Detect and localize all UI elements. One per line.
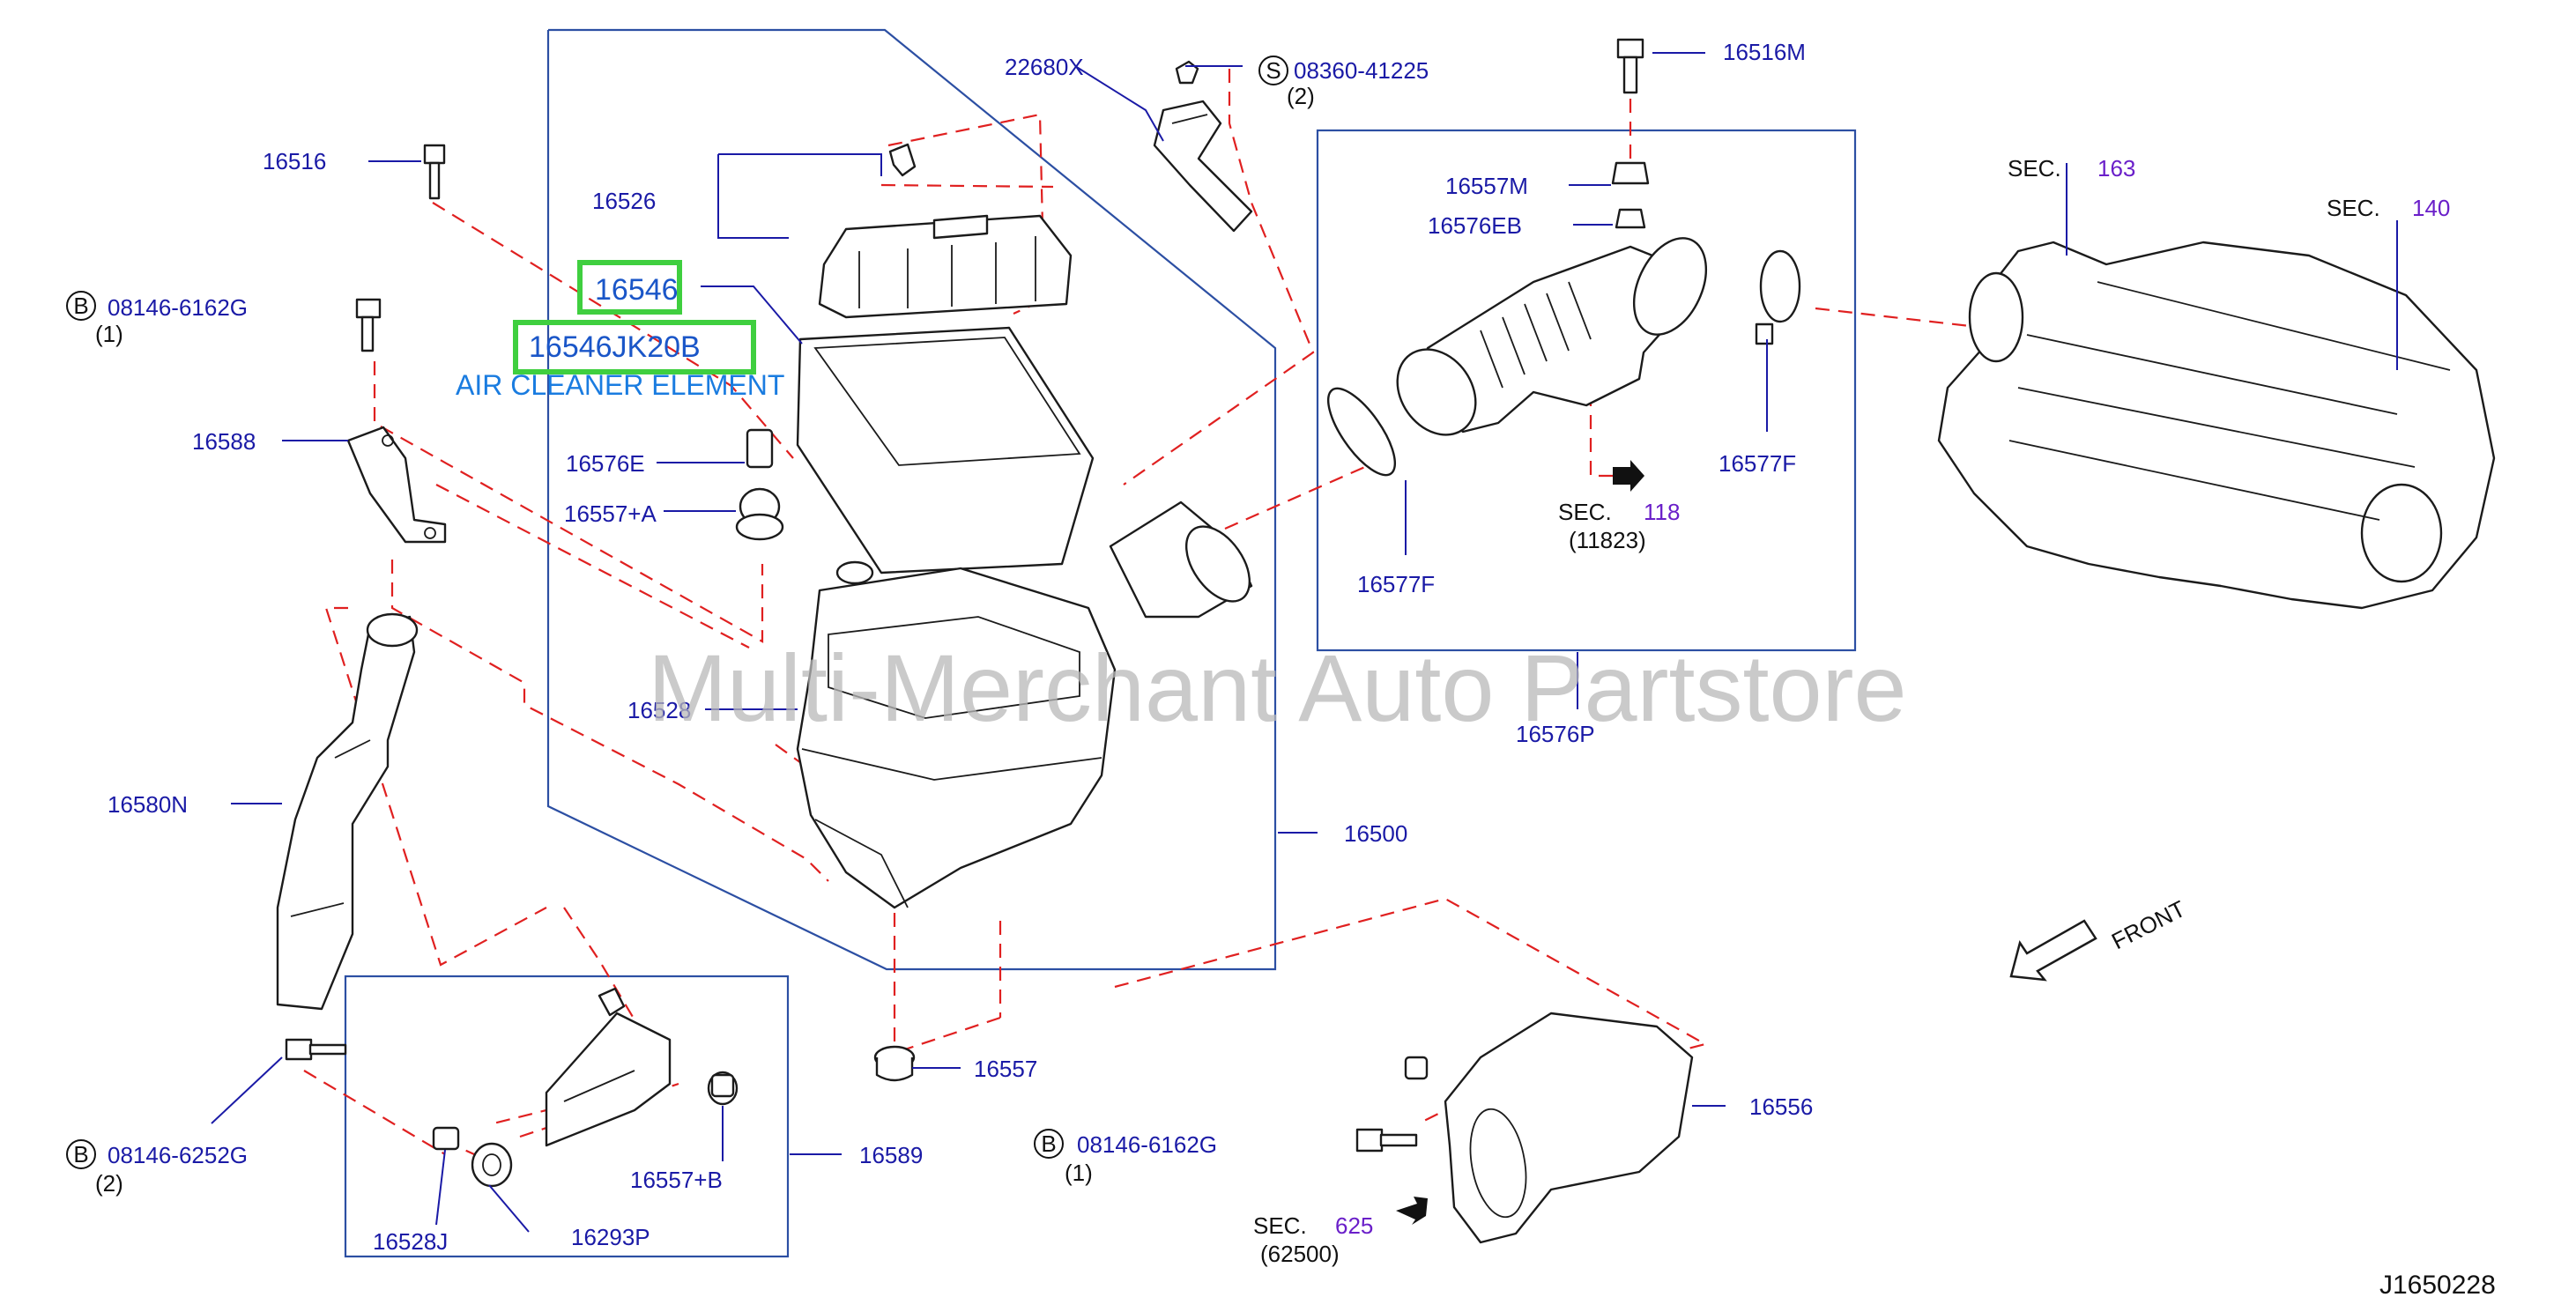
label-16576p: 16576P: [1516, 721, 1595, 747]
label-08146-6252g-qty: (2): [95, 1170, 123, 1197]
label-sec-140: SEC.: [2327, 195, 2380, 221]
collar-16528j: [432, 1126, 460, 1151]
label-sec-118-ref: (11823): [1569, 527, 1646, 553]
label-16557: 16557: [974, 1056, 1037, 1082]
label-sec-625-ref: (62500): [1260, 1241, 1340, 1267]
label-front: FRONT: [2107, 895, 2190, 954]
air-cleaner-frame: [546, 28, 1277, 971]
label-16588: 16588: [192, 428, 256, 455]
front-arrow-icon: [2009, 919, 2097, 982]
circle-s-icon: [1258, 56, 1288, 85]
label-16556: 16556: [1749, 1093, 1813, 1120]
grommet-16557: [873, 1045, 916, 1082]
label-sec-118: SEC.: [1558, 499, 1612, 525]
assembly-lines: [303, 53, 1971, 1165]
label-08146-6162g-lower: 08146-6162G: [1077, 1131, 1217, 1158]
label-air-cleaner-element: AIR CLEANER ELEMENT: [456, 369, 784, 401]
label-16500: 16500: [1344, 820, 1407, 847]
label-16576e: 16576E: [566, 450, 645, 477]
label-16589: 16589: [859, 1142, 923, 1168]
circle-b-icon: [66, 291, 96, 321]
air-cleaner-body: [796, 500, 1253, 909]
air-cleaner-element: [796, 326, 1095, 574]
label-08146-6162g-upper-qty: (1): [95, 321, 123, 347]
arrow-to-sec-118: [1613, 460, 1644, 492]
grommet-16557b: [707, 1071, 739, 1106]
air-inlet-duct-16556: [1404, 1012, 1694, 1244]
label-08360-qty: (2): [1287, 83, 1315, 109]
label-sec-163: SEC.: [2008, 155, 2061, 182]
label-16516m: 16516M: [1723, 39, 1806, 65]
label-16528j: 16528J: [373, 1228, 448, 1255]
label-16516: 16516: [263, 148, 326, 174]
label-sec-625: SEC.: [1253, 1212, 1307, 1239]
label-sec-140-number: 140: [2412, 195, 2450, 221]
bolt-08146-6252g: [285, 1038, 347, 1061]
label-08146-6252g: 08146-6252G: [108, 1142, 248, 1168]
circle-b-icon: [1034, 1129, 1064, 1159]
label-16546jk20b: 16546JK20B: [529, 330, 701, 364]
label-16557a: 16557+A: [564, 500, 657, 527]
arrow-to-sec-625: [1396, 1197, 1428, 1225]
grommet-16576eb: [1615, 208, 1646, 229]
bracket-frame: [344, 975, 790, 1258]
label-08146-6162g-upper: 08146-6162G: [108, 294, 248, 321]
bracket-16589: [545, 987, 672, 1147]
circle-s-letter: S: [1266, 57, 1281, 84]
label-08360-41225: 08360-41225: [1294, 57, 1429, 84]
resonator-16580n: [276, 612, 419, 1011]
bolt-08146-lower: [1355, 1128, 1418, 1153]
label-16580n: 16580N: [108, 791, 188, 818]
watermark: Multi-Merchant Auto Partstore: [648, 634, 1907, 741]
label-16293p: 16293P: [571, 1224, 650, 1250]
clamp-16577f-left: [1326, 387, 1397, 477]
grommet-16293p: [471, 1142, 513, 1188]
label-16526: 16526: [592, 188, 656, 214]
bolt-16516: [423, 144, 446, 200]
circle-b-letter: B: [1041, 1130, 1056, 1157]
label-16557m: 16557M: [1445, 173, 1528, 199]
highlight-box-part-code: [513, 320, 756, 374]
mass-air-flow-sensor: [1153, 60, 1253, 233]
label-sec-163-number: 163: [2097, 155, 2135, 182]
grommet-16557a: [735, 487, 784, 541]
clamp-16577f-right: [1755, 249, 1801, 345]
label-16528: 16528: [627, 697, 691, 723]
highlight-box-part-number: [577, 260, 682, 315]
label-16577f-right: 16577F: [1719, 450, 1796, 477]
label-16546: 16546: [595, 273, 679, 307]
leader-lines: [211, 52, 2398, 1233]
label-22680x: 22680X: [1005, 54, 1084, 80]
circle-b-letter: B: [73, 1141, 88, 1167]
collar-16576e: [746, 428, 774, 469]
bolt-16516m: [1616, 38, 1644, 94]
air-duct-frame: [1316, 129, 1857, 652]
intake-manifold: [1937, 241, 2496, 610]
label-sec-118-number: 118: [1644, 499, 1680, 525]
circle-b-letter: B: [73, 293, 88, 319]
label-16557b: 16557+B: [630, 1167, 723, 1193]
circle-b-icon: [66, 1139, 96, 1169]
air-duct-hose: [1396, 237, 1708, 436]
label-16577f-left: 16577F: [1357, 571, 1435, 597]
label-16576eb: 16576EB: [1428, 212, 1522, 239]
label-08146-6162g-lower-qty: (1): [1065, 1160, 1093, 1186]
label-sec-625-number: 625: [1335, 1212, 1373, 1239]
bolt-08146-upper: [355, 298, 382, 352]
bracket-16588: [346, 426, 447, 544]
grommet-16557m: [1611, 161, 1650, 185]
air-cleaner-lid: [818, 143, 1073, 319]
diagram-id: J1650228: [2379, 1271, 2496, 1300]
